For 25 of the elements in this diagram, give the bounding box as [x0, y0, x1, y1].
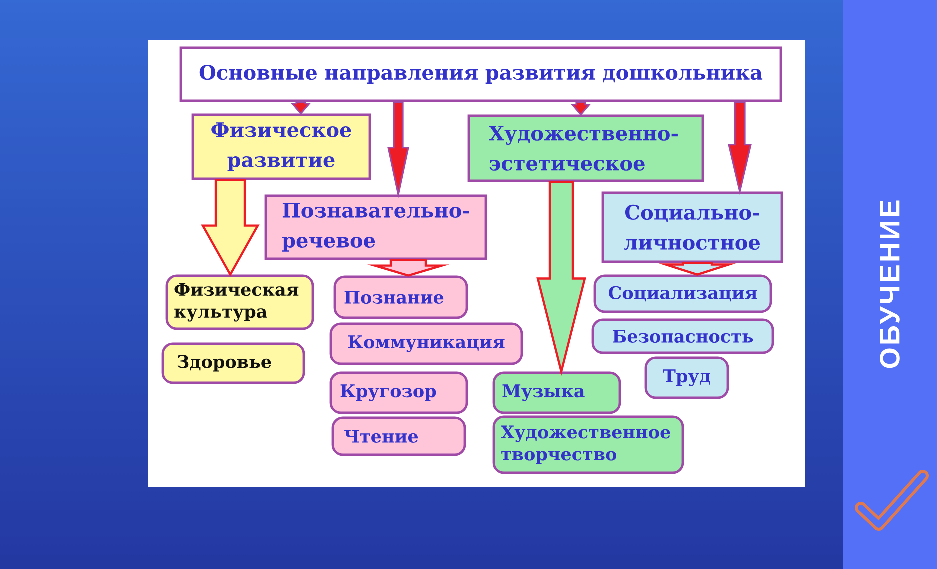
side-banner: ОБУЧЕНИЕ [843, 0, 937, 569]
topic-box: Труд [644, 356, 730, 400]
topic-box: Кругозор [330, 372, 468, 414]
block-arrow [201, 179, 260, 278]
topic-box: Социализация [594, 274, 772, 314]
topic-box: Чтение [332, 416, 466, 456]
topic-box: Коммуникация [330, 322, 524, 366]
category-box: Познавательно-речевое [264, 194, 488, 260]
category-box: Социально-личностное [602, 192, 784, 264]
arrow [570, 101, 592, 116]
topic-box: Музыка [492, 372, 622, 414]
category-box: Художественно-эстетическое [468, 114, 704, 182]
topic-box: Художественное творчество [492, 416, 684, 474]
block-arrow [536, 181, 586, 376]
category-box: Физическое развитие [192, 114, 372, 180]
topic-box: Здоровье [162, 342, 306, 384]
arrow [290, 101, 312, 116]
arrow [388, 101, 410, 199]
block-arrow [367, 259, 450, 277]
title-box: Основные направления развития дошкольника [180, 46, 782, 102]
topic-box: Физическая культура [166, 274, 314, 330]
topic-box: Познание [334, 276, 468, 320]
block-arrow [658, 262, 736, 276]
topic-box: Безопасность [592, 318, 774, 354]
arrow [728, 101, 752, 196]
